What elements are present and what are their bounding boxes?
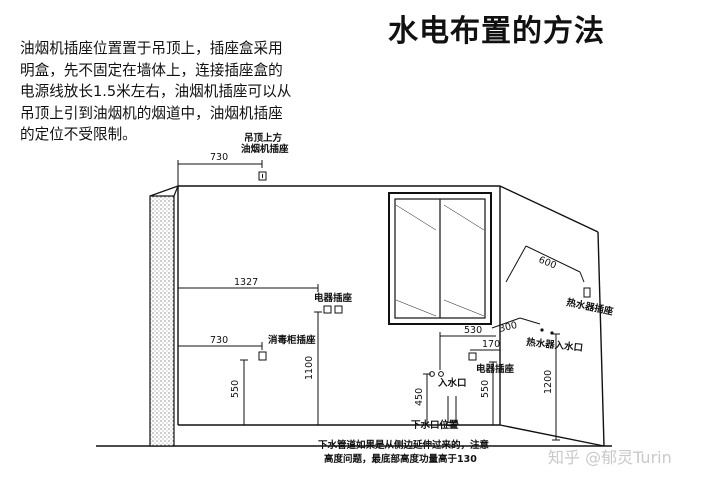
dim-label: 450 xyxy=(414,388,425,406)
description-line: 明盒，先不固定在墙体上，连接插座盒的 xyxy=(20,61,283,79)
watermark: 知乎 @郁灵Turin xyxy=(548,448,672,467)
dim-1200 xyxy=(552,333,560,441)
water-inlet: 入水口 xyxy=(429,371,467,389)
dim-300 xyxy=(491,317,541,329)
dim-1327 xyxy=(178,284,319,292)
dim-label: 1200 xyxy=(543,370,554,394)
dim-label: 600 xyxy=(537,255,558,272)
window xyxy=(388,192,492,325)
dim-label: 550 xyxy=(230,380,241,398)
dim-label: 730 xyxy=(210,152,228,163)
description-line: 吊顶上引到油烟机的烟道中，油烟机插座 xyxy=(20,104,283,122)
dim-1100 xyxy=(314,311,322,425)
dim-label: 1327 xyxy=(234,277,258,288)
disinfect-socket-label: 消毒柜插座 xyxy=(268,334,316,346)
dim-label: 1100 xyxy=(304,356,315,380)
dim-label: 170 xyxy=(482,339,500,350)
note-line: 高度问题，最底部高度功量高于130 xyxy=(324,453,477,465)
note-line: 下水管道如果是从侧边延伸过来的，注意 xyxy=(318,439,490,451)
dim-730-mid xyxy=(178,342,263,350)
description-text: 油烟机插座位置置于吊顶上，插座盒采用 明盒，先不固定在墙体上，连接插座盒的 电源… xyxy=(20,38,380,146)
dim-label: 530 xyxy=(464,325,482,336)
dim-label: 300 xyxy=(498,320,518,335)
hood-socket-label: 油烟机插座 xyxy=(241,143,289,155)
flue-column xyxy=(149,195,175,447)
dim-550-left xyxy=(240,359,248,425)
page-title: 水电布置的方法 xyxy=(388,14,605,49)
drain xyxy=(445,396,459,427)
drain-label: 下水口位置 xyxy=(411,419,459,431)
dim-730-top xyxy=(177,160,263,186)
appliance-socket-2-label: 电器插座 xyxy=(476,363,515,375)
disinfect-socket: 消毒柜插座 xyxy=(258,334,316,361)
heater-socket: 热水器插座 xyxy=(565,287,615,318)
description-line: 油烟机插座位置置于吊顶上，插座盒采用 xyxy=(20,40,283,57)
appliance-socket-label: 电器插座 xyxy=(314,292,353,304)
heater-inlet-label: 热水器入水口 xyxy=(526,336,584,354)
wall-outline xyxy=(96,185,612,447)
appliance-socket: 电器插座 xyxy=(314,292,353,314)
hood-socket-label: 吊顶上方 xyxy=(244,132,283,144)
dim-550-right xyxy=(489,361,497,425)
dim-530-170 xyxy=(439,332,500,370)
description-line: 电源线放长1.5米左右，油烟机插座可以从 xyxy=(20,83,292,100)
heater-socket-label: 热水器插座 xyxy=(565,296,614,318)
dim-label: 730 xyxy=(210,335,228,346)
water-inlet-label: 入水口 xyxy=(437,377,467,389)
appliance-socket-2: 电器插座 xyxy=(468,352,515,375)
hood-socket: 吊顶上方 油烟机插座 xyxy=(241,132,289,181)
dim-450 xyxy=(423,373,431,425)
dim-label: 550 xyxy=(480,380,491,398)
dim-600 xyxy=(505,245,585,283)
description-line: 的定位不受限制。 xyxy=(20,126,137,143)
